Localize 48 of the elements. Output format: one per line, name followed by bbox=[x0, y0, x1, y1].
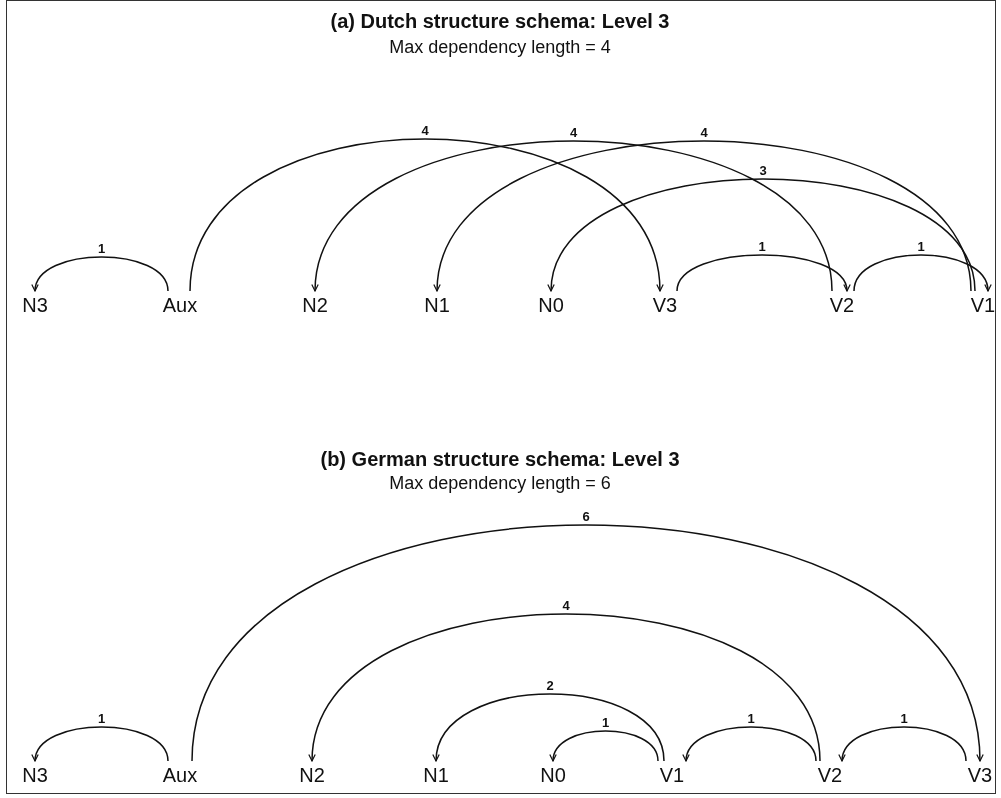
word-label: N1 bbox=[414, 762, 458, 788]
word-label: V2 bbox=[820, 292, 864, 318]
dependency-arc bbox=[839, 726, 967, 762]
edge-label: 1 bbox=[95, 242, 108, 256]
dependency-arc bbox=[32, 256, 169, 292]
word-label: V3 bbox=[643, 292, 687, 318]
word-label: N3 bbox=[13, 292, 57, 318]
edge-label: 3 bbox=[757, 164, 769, 178]
edge-label: 4 bbox=[567, 126, 580, 140]
dependency-arc bbox=[853, 254, 991, 292]
dependency-arc bbox=[550, 730, 659, 762]
edge-label: 1 bbox=[745, 712, 757, 726]
dependency-arc bbox=[191, 524, 983, 762]
panel-subtitle: Max dependency length = 6 bbox=[389, 473, 611, 494]
dependency-arc bbox=[676, 254, 849, 292]
dependency-arc bbox=[312, 140, 833, 292]
edge-label: 2 bbox=[544, 679, 556, 693]
edge-label: 4 bbox=[560, 599, 572, 613]
edge-label: 1 bbox=[95, 712, 108, 726]
dependency-arc bbox=[683, 726, 817, 762]
word-label: N0 bbox=[531, 762, 575, 788]
word-label: V2 bbox=[808, 762, 852, 788]
dependency-arc bbox=[434, 140, 972, 292]
edge-label: 1 bbox=[599, 716, 612, 730]
word-label: V3 bbox=[958, 762, 1001, 788]
panel-title: (a) Dutch structure schema: Level 3 bbox=[330, 10, 670, 33]
word-label: Aux bbox=[158, 762, 202, 788]
edge-label: 1 bbox=[915, 240, 927, 254]
dependency-arc bbox=[309, 613, 821, 762]
word-label: N2 bbox=[293, 292, 337, 318]
dependency-arc bbox=[548, 178, 976, 292]
word-label: V1 bbox=[650, 762, 694, 788]
edge-label: 4 bbox=[419, 124, 431, 138]
edge-label: 1 bbox=[898, 712, 910, 726]
panel-subtitle: Max dependency length = 4 bbox=[389, 37, 611, 58]
word-label: N2 bbox=[290, 762, 334, 788]
dependency-arc bbox=[189, 138, 663, 292]
word-label: N0 bbox=[529, 292, 573, 318]
edge-label: 4 bbox=[698, 126, 710, 140]
word-label: N1 bbox=[415, 292, 459, 318]
word-label: Aux bbox=[158, 292, 202, 318]
dependency-arc bbox=[32, 726, 169, 762]
word-label: N3 bbox=[13, 762, 57, 788]
edge-label: 1 bbox=[756, 240, 768, 254]
panel-title: (b) German structure schema: Level 3 bbox=[320, 448, 680, 471]
word-label: V1 bbox=[961, 292, 1001, 318]
edge-label: 6 bbox=[580, 510, 592, 524]
dependency-arc bbox=[433, 693, 665, 762]
